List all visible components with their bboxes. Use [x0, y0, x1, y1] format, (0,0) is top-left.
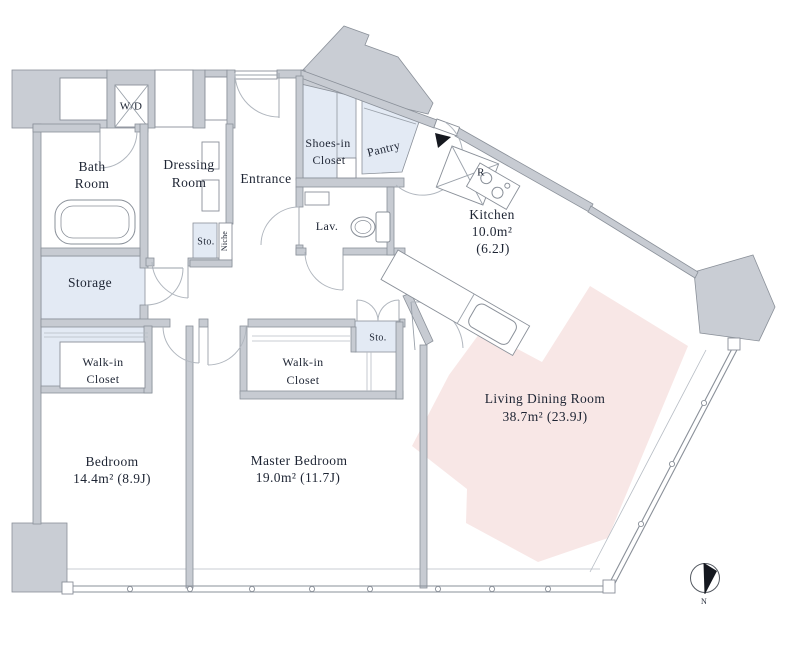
bath-room-label: Bath	[78, 159, 105, 174]
walls	[32, 69, 699, 589]
fridge-label: R	[477, 167, 485, 179]
meter-recess	[59, 77, 108, 121]
shoes-closet-label2: Closet	[312, 153, 345, 167]
right-pillar	[693, 254, 776, 342]
shoes-closet-label: Shoes-in	[305, 136, 350, 150]
kitchen-area-sqm: 10.0m²	[472, 224, 513, 239]
sto-hall-fill	[192, 222, 218, 261]
kitchen-area-jo: (6.2J)	[476, 241, 510, 256]
storage-label: Storage	[68, 275, 112, 290]
bathtub-icon	[54, 199, 136, 245]
sink-icon	[468, 303, 517, 345]
compass-icon: N	[690, 562, 720, 606]
fixtures	[44, 92, 531, 391]
north-label: N	[701, 597, 707, 606]
living-dining-highlight	[412, 286, 688, 562]
walkin-closet-master-label2: Closet	[286, 373, 319, 387]
bath-room-label2: Room	[75, 176, 110, 191]
shoes-counter	[336, 157, 357, 179]
bedroom-area: 14.4m² (8.9J)	[73, 471, 151, 486]
walkin-closet-left-label2: Closet	[86, 372, 119, 386]
entrance-label: Entrance	[240, 171, 291, 186]
sto-master-label: Sto.	[369, 332, 386, 343]
lav-label: Lav.	[316, 219, 338, 233]
niche-label: Niche	[220, 231, 229, 251]
bedroom-label: Bedroom	[85, 454, 138, 469]
walkin-closet-left-label: Walk-in	[82, 355, 123, 369]
master-bedroom-area: 19.0m² (11.7J)	[256, 470, 341, 485]
windows	[61, 337, 741, 595]
sto-hall-label: Sto.	[197, 236, 214, 247]
living-dining-area: 38.7m² (23.9J)	[502, 409, 587, 424]
living-dining-label: Living Dining Room	[485, 391, 606, 406]
interior-lines	[67, 349, 707, 573]
kitchen-counter	[380, 249, 531, 357]
vanity-counter-icon	[201, 141, 220, 170]
stove-icon	[465, 162, 521, 210]
toilet-icon	[350, 211, 391, 243]
bottom-left-pillar	[11, 522, 68, 593]
lav-counter-icon	[304, 191, 330, 206]
storage-room-fill	[40, 255, 146, 320]
labels: Bath Room Dressing Room Entrance Shoes-i…	[68, 101, 605, 487]
entry-arrow-icon	[435, 133, 451, 148]
doors	[99, 70, 464, 366]
wd-label: W/D	[120, 101, 143, 113]
walkin-closet-master-label: Walk-in	[282, 355, 323, 369]
washstand-icon	[201, 179, 220, 212]
duct-strip	[154, 69, 194, 128]
exterior-structures	[11, 25, 776, 593]
kitchen-label: Kitchen	[469, 207, 515, 222]
pipe-space-box	[204, 76, 228, 121]
dressing-room-label: Dressing	[163, 157, 214, 172]
master-bedroom-label: Master Bedroom	[251, 453, 348, 468]
dressing-room-label2: Room	[172, 175, 207, 190]
